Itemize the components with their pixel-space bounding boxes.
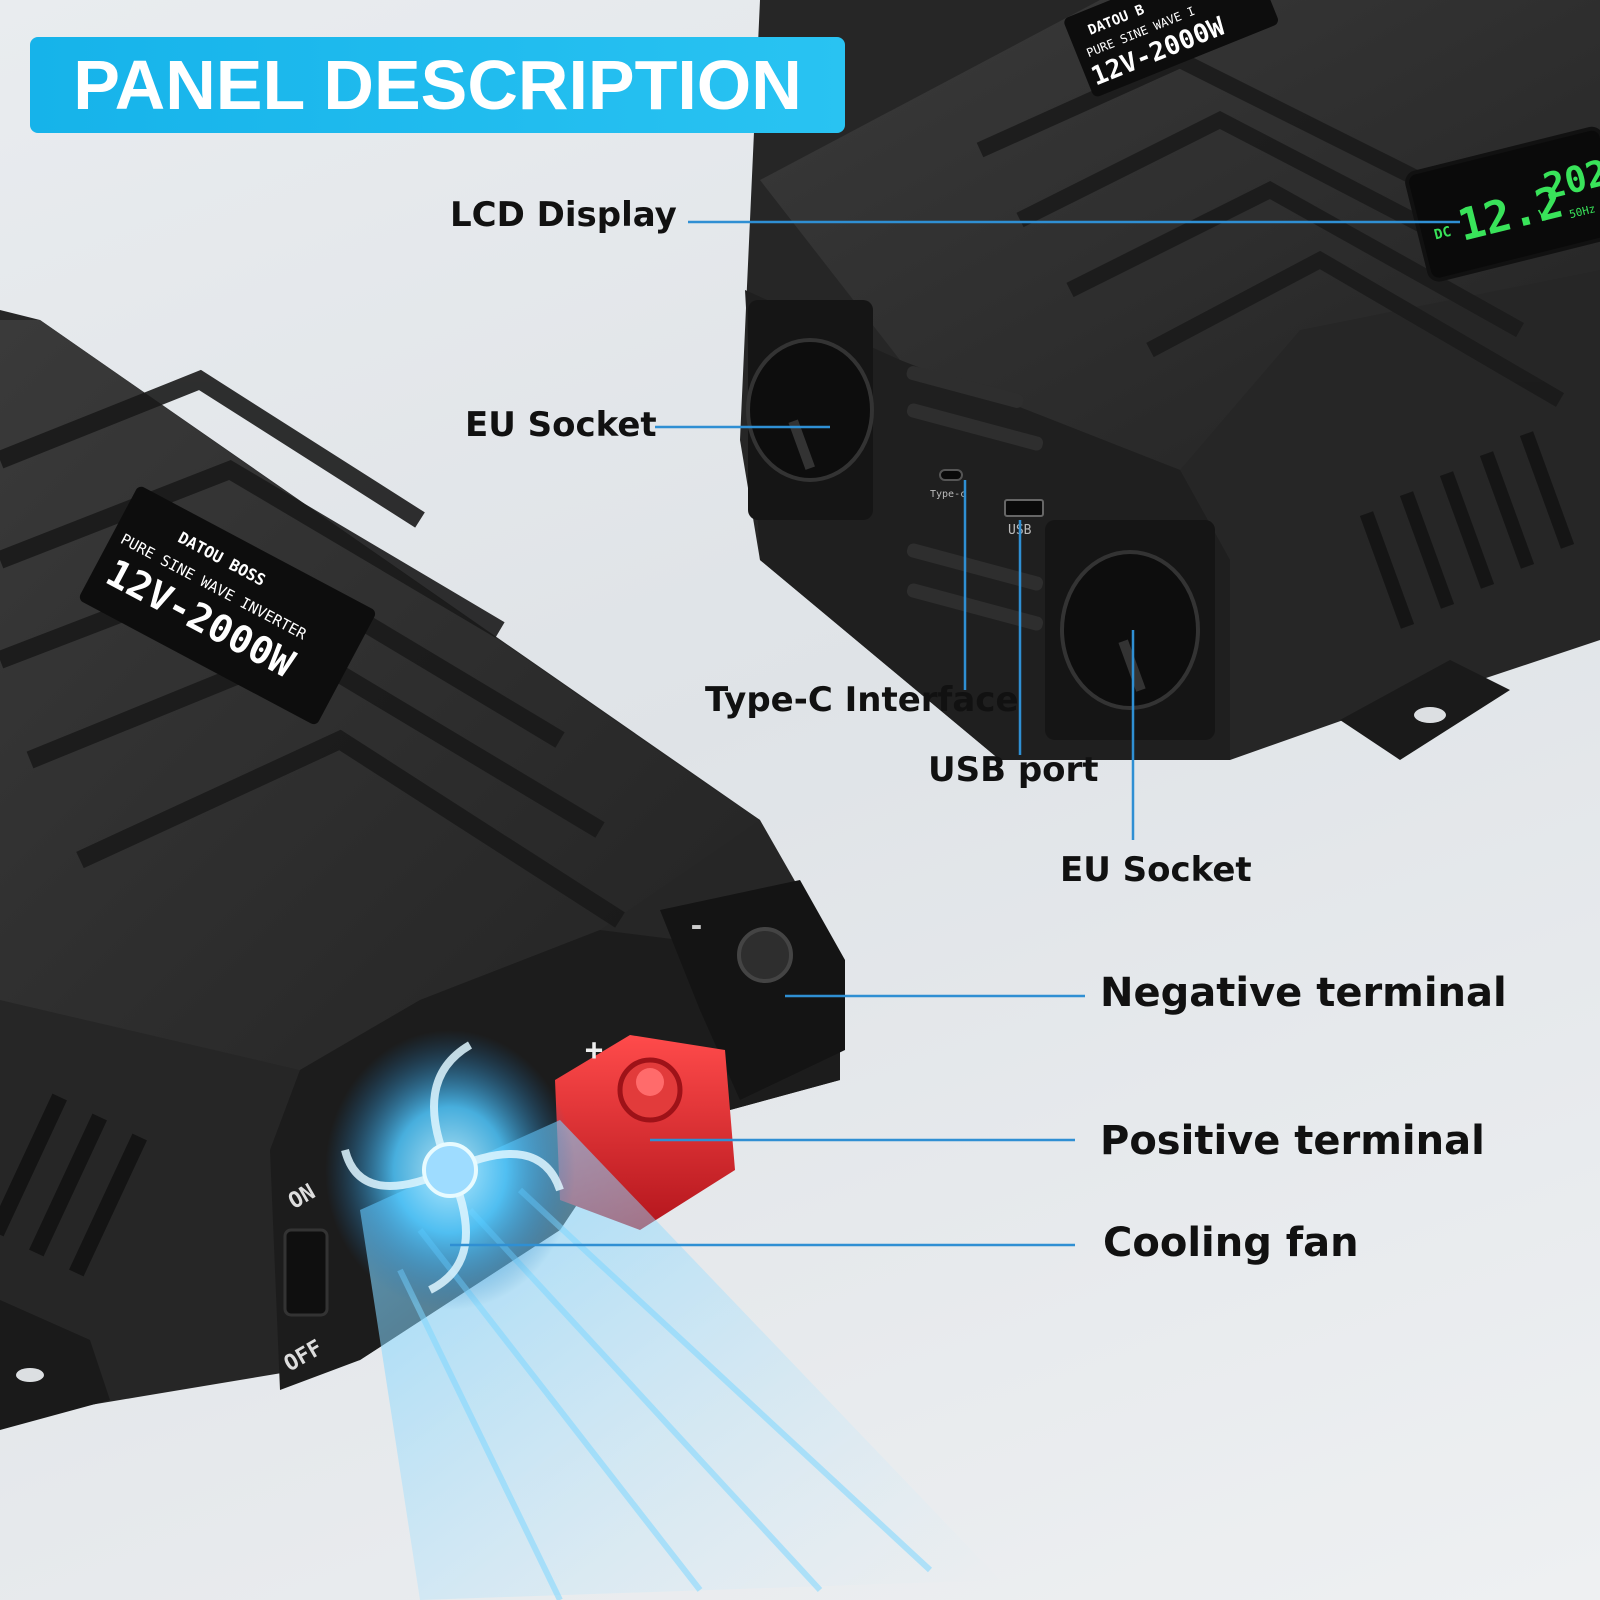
callout-negative-terminal: Negative terminal [1100,970,1507,1016]
callout-eu-socket-top: EU Socket [465,405,657,445]
negative-terminal: - [660,880,845,1100]
lcd-dc-label: DC [1433,224,1453,244]
terminal-bolt-icon [737,927,793,983]
terminal-bolt-icon [617,1057,683,1123]
title-banner: PANEL DESCRIPTION [30,37,845,133]
callout-cooling-fan: Cooling fan [1103,1220,1359,1266]
lcd-frequency: 50Hz [1568,202,1597,221]
leader-lines [450,220,1460,1247]
page-title: PANEL DESCRIPTION [73,46,802,124]
eu-socket-icon [746,300,874,520]
bottom-inverter-unit: DATOU BOSS PURE SINE WAVE INVERTER 12V-2… [0,310,1000,1600]
negative-sign: - [688,909,705,942]
positive-sign: + [585,1033,603,1068]
bottom-model-plate: DATOU BOSS PURE SINE WAVE INVERTER 12V-2… [79,486,376,725]
callout-usb-port: USB port [928,750,1099,790]
type-c-port-label: Type-c [930,489,966,500]
cooling-fan-icon [325,1030,575,1310]
callout-eu-socket-bottom: EU Socket [1060,850,1252,890]
callout-positive-terminal: Positive terminal [1100,1118,1485,1164]
callout-type-c-interface: Type-C Interface [705,680,1019,720]
callout-lcd-display: LCD Display [450,195,677,235]
top-inverter-unit: DATOU B PURE SINE WAVE I 12V-2000W DC 12… [740,0,1600,760]
type-c-port-icon: Type-c [930,469,966,500]
eu-socket-icon [1045,520,1215,740]
lcd-screen: DC 12.2 V 2020 50Hz [1405,126,1600,282]
